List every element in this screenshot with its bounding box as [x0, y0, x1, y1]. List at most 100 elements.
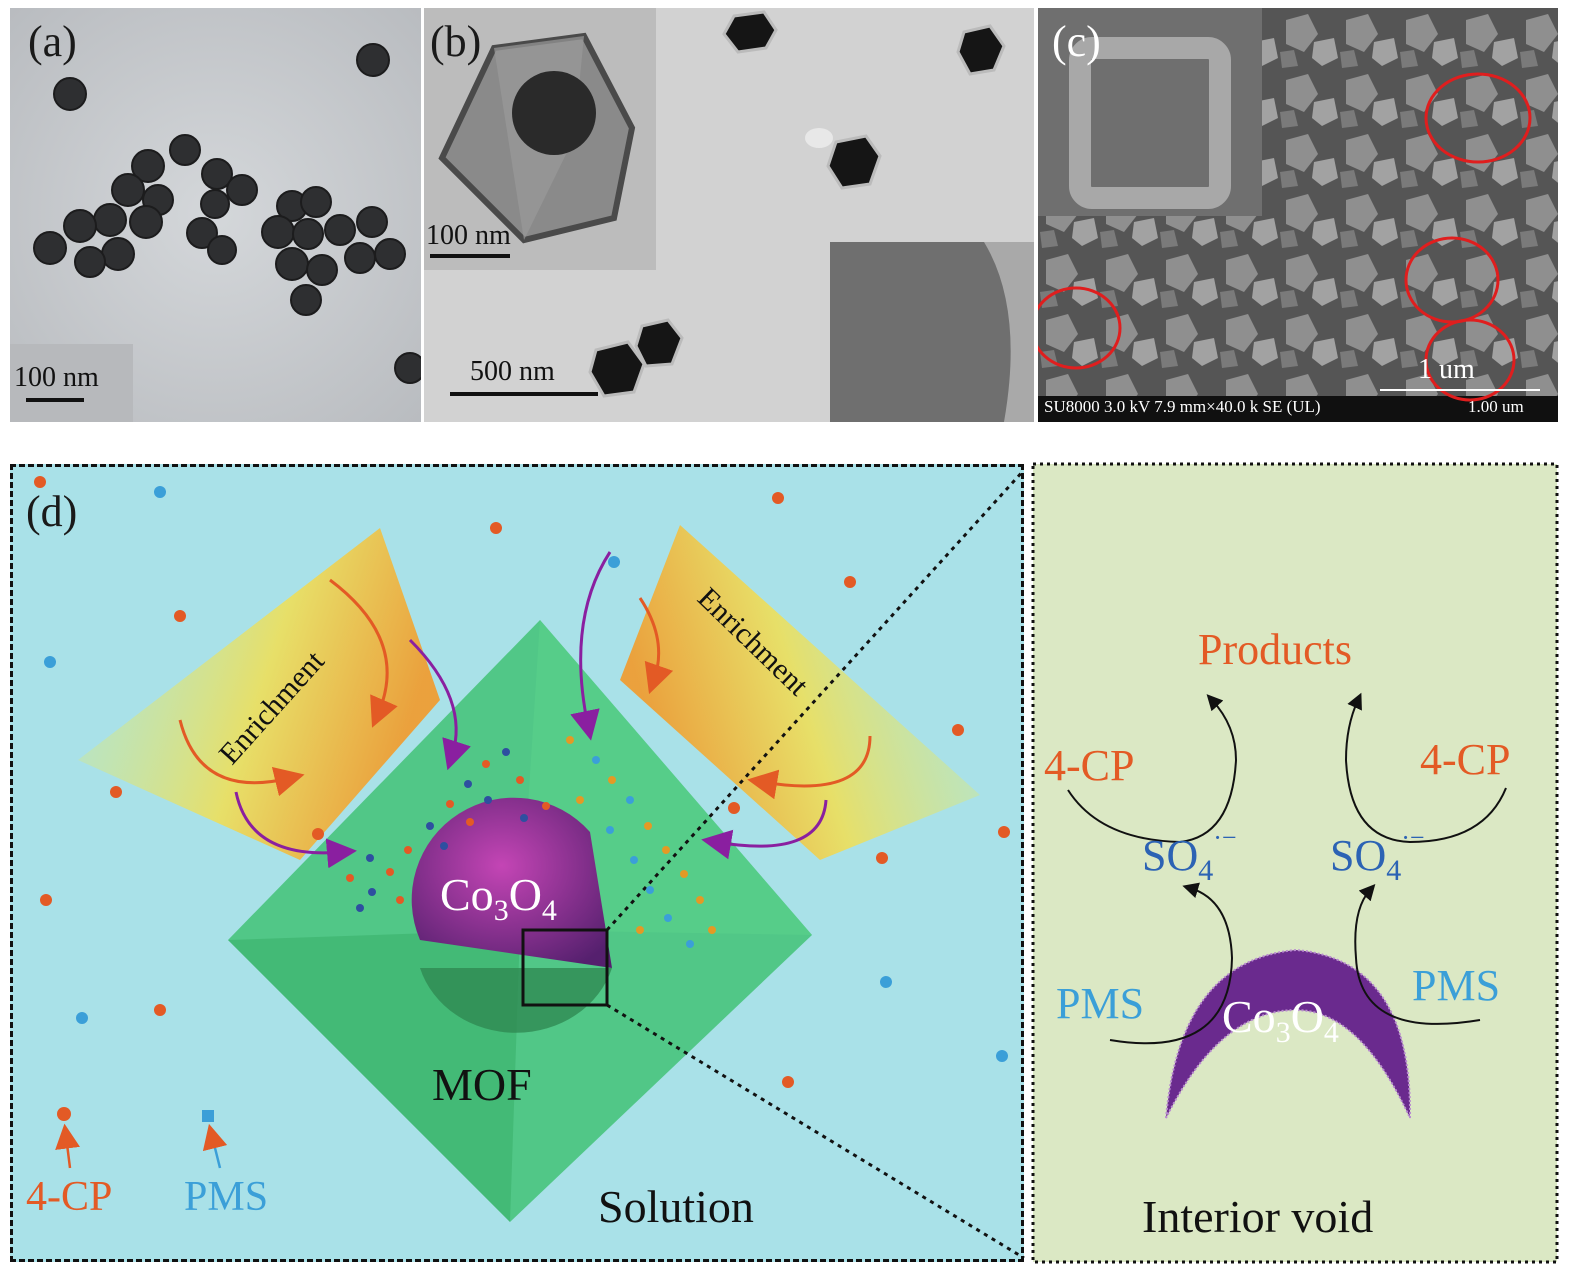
pms-molecule: [76, 1012, 88, 1024]
highlight-circle: [1424, 318, 1516, 402]
void-title: Interior void: [1142, 1191, 1373, 1242]
panel-b-tem-image: [424, 8, 1034, 422]
void-products-label: Products: [1198, 625, 1352, 674]
panel-b-inset-scale-bar: [430, 254, 510, 258]
4cp-molecule: [844, 576, 856, 588]
panel-c-footer-scale: 1.00 um: [1468, 397, 1524, 416]
panel-b-scale-text: 500 nm: [470, 356, 555, 387]
void-radical-left: SO4·−: [1142, 823, 1237, 887]
nanoparticle: [33, 231, 67, 265]
enrichment-arrow-right-2: [570, 551, 612, 741]
nanoparticle: [306, 254, 338, 286]
legend-pms-label: PMS: [184, 1174, 268, 1220]
nanoparticle: [131, 149, 165, 183]
panel-b-scale-bar: [450, 392, 598, 396]
co3o4-core: [512, 71, 596, 155]
void-4cp-left: 4-CP: [1044, 741, 1134, 790]
mof-label: MOF: [432, 1059, 532, 1110]
void-pms-right: PMS: [1412, 961, 1500, 1010]
legend-pms-dot: [202, 1110, 214, 1122]
4cp-molecule: [110, 786, 122, 798]
enrichment-arrow-left-1: [329, 578, 398, 728]
nanoparticle: [207, 235, 237, 265]
panel-b-inset-scale-text: 100 nm: [426, 220, 511, 251]
void-arrow-4cp-right: [1344, 692, 1507, 844]
enrichment-arrow-right-3: [747, 735, 872, 800]
nanoparticle: [53, 77, 87, 111]
nanoparticle: [394, 352, 421, 384]
panel-a-scale-box: [10, 344, 133, 422]
4cp-molecule: [154, 1004, 166, 1016]
nanoparticle: [356, 43, 390, 77]
pms-molecule: [996, 1050, 1008, 1062]
mof-pore-dots-left: [346, 748, 550, 912]
yolk-shell-particle: [956, 24, 1006, 76]
panel-d-label: (d): [26, 487, 78, 536]
4cp-molecule: [782, 1076, 794, 1088]
nanoparticle: [129, 205, 163, 239]
enrichment-arrow-left-2: [408, 638, 471, 771]
enrichment-arrow-left-3: [178, 719, 305, 797]
legend-4cp-dot: [57, 1107, 71, 1121]
panel-a-scale-text: 100 nm: [14, 362, 99, 393]
void-arrow-4cp-left: [1067, 694, 1238, 844]
yolk-shell-particle: [722, 10, 778, 54]
panel-c-scale-bar: [1380, 389, 1540, 391]
zoom-line-bottom: [606, 1003, 1025, 1260]
enrichment-arrow-right-4: [701, 799, 828, 860]
4cp-molecule: [728, 802, 740, 814]
void-arrow-pms-right: [1354, 884, 1481, 1025]
4cp-molecule: [876, 852, 888, 864]
nanoparticle: [356, 206, 388, 238]
nanoparticle: [226, 174, 258, 206]
nanoparticle: [201, 158, 233, 190]
panel-b-label: (b): [430, 17, 482, 66]
yolk-shell-particle: [826, 134, 882, 190]
4cp-molecule: [40, 894, 52, 906]
highlight-circle: [1038, 286, 1122, 370]
panel-c-label: (c): [1052, 17, 1101, 66]
pms-molecule: [880, 976, 892, 988]
nanoparticle: [290, 284, 322, 316]
interior-void-box: [1031, 462, 1559, 1264]
nanoparticle: [344, 242, 376, 274]
nanoparticle: [324, 214, 356, 246]
solution-label: Solution: [598, 1181, 754, 1232]
4cp-molecule: [772, 492, 784, 504]
zoom-box: [521, 928, 609, 1007]
4cp-molecule: [952, 724, 964, 736]
void-pms-left: PMS: [1056, 979, 1144, 1028]
enrichment-arrow-right-1: [638, 597, 674, 695]
yolk-shell-particle: [634, 318, 684, 368]
void-radical-right: SO4·−: [1330, 823, 1425, 887]
4cp-molecule: [490, 522, 502, 534]
nanoparticle: [63, 209, 97, 243]
void-4cp-right: 4-CP: [1420, 735, 1510, 784]
pms-molecule: [608, 556, 620, 568]
nanoparticle: [169, 134, 201, 166]
4cp-molecule: [312, 828, 324, 840]
panel-c-scale-text: 1 um: [1418, 354, 1475, 385]
pms-molecule: [44, 656, 56, 668]
nanoparticle: [200, 189, 230, 219]
yolk-shell-particle: [588, 340, 646, 398]
nanoparticle: [111, 173, 145, 207]
highlight-circle: [1424, 72, 1532, 164]
enrichment-arrow-left-4: [234, 791, 357, 869]
void-core-label: Co3O4: [1222, 991, 1339, 1049]
core-label: Co3O4: [440, 869, 557, 927]
nanoparticle: [300, 186, 332, 218]
4cp-molecule: [34, 476, 46, 488]
nanoparticle: [292, 218, 324, 250]
panel-a-tem-image: [10, 8, 421, 422]
pms-molecule: [154, 486, 166, 498]
enrichment-wedge-left: [78, 528, 440, 860]
nanoparticle: [74, 246, 106, 278]
panel-a-scale-bar: [26, 398, 84, 402]
panel-c-footer-text: SU8000 3.0 kV 7.9 mm×40.0 k SE (UL): [1044, 397, 1321, 416]
co3o4-core-dome: [411, 797, 612, 968]
enrichment-wedge-right: [620, 525, 980, 860]
mof-pore-dots-right: [566, 736, 716, 948]
nanoparticle: [186, 217, 218, 249]
